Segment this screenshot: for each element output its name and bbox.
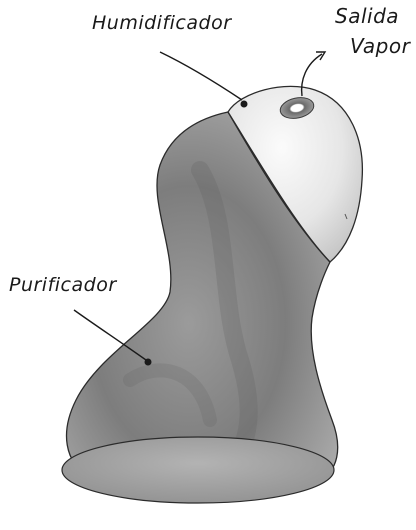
humidifier-leader-dot bbox=[241, 101, 248, 108]
humidifier-label: Humidificador bbox=[92, 14, 232, 33]
purifier-leader-dot bbox=[145, 359, 152, 366]
vapor-outlet-label-line2: Vapor bbox=[350, 36, 410, 56]
vapor-arrowhead bbox=[316, 52, 325, 60]
purifier-base bbox=[62, 437, 334, 503]
vapor-outlet-label-line1: Salida bbox=[335, 6, 399, 26]
humidifier-leader-line bbox=[160, 52, 242, 100]
purifier-label: Purificador bbox=[9, 276, 117, 295]
